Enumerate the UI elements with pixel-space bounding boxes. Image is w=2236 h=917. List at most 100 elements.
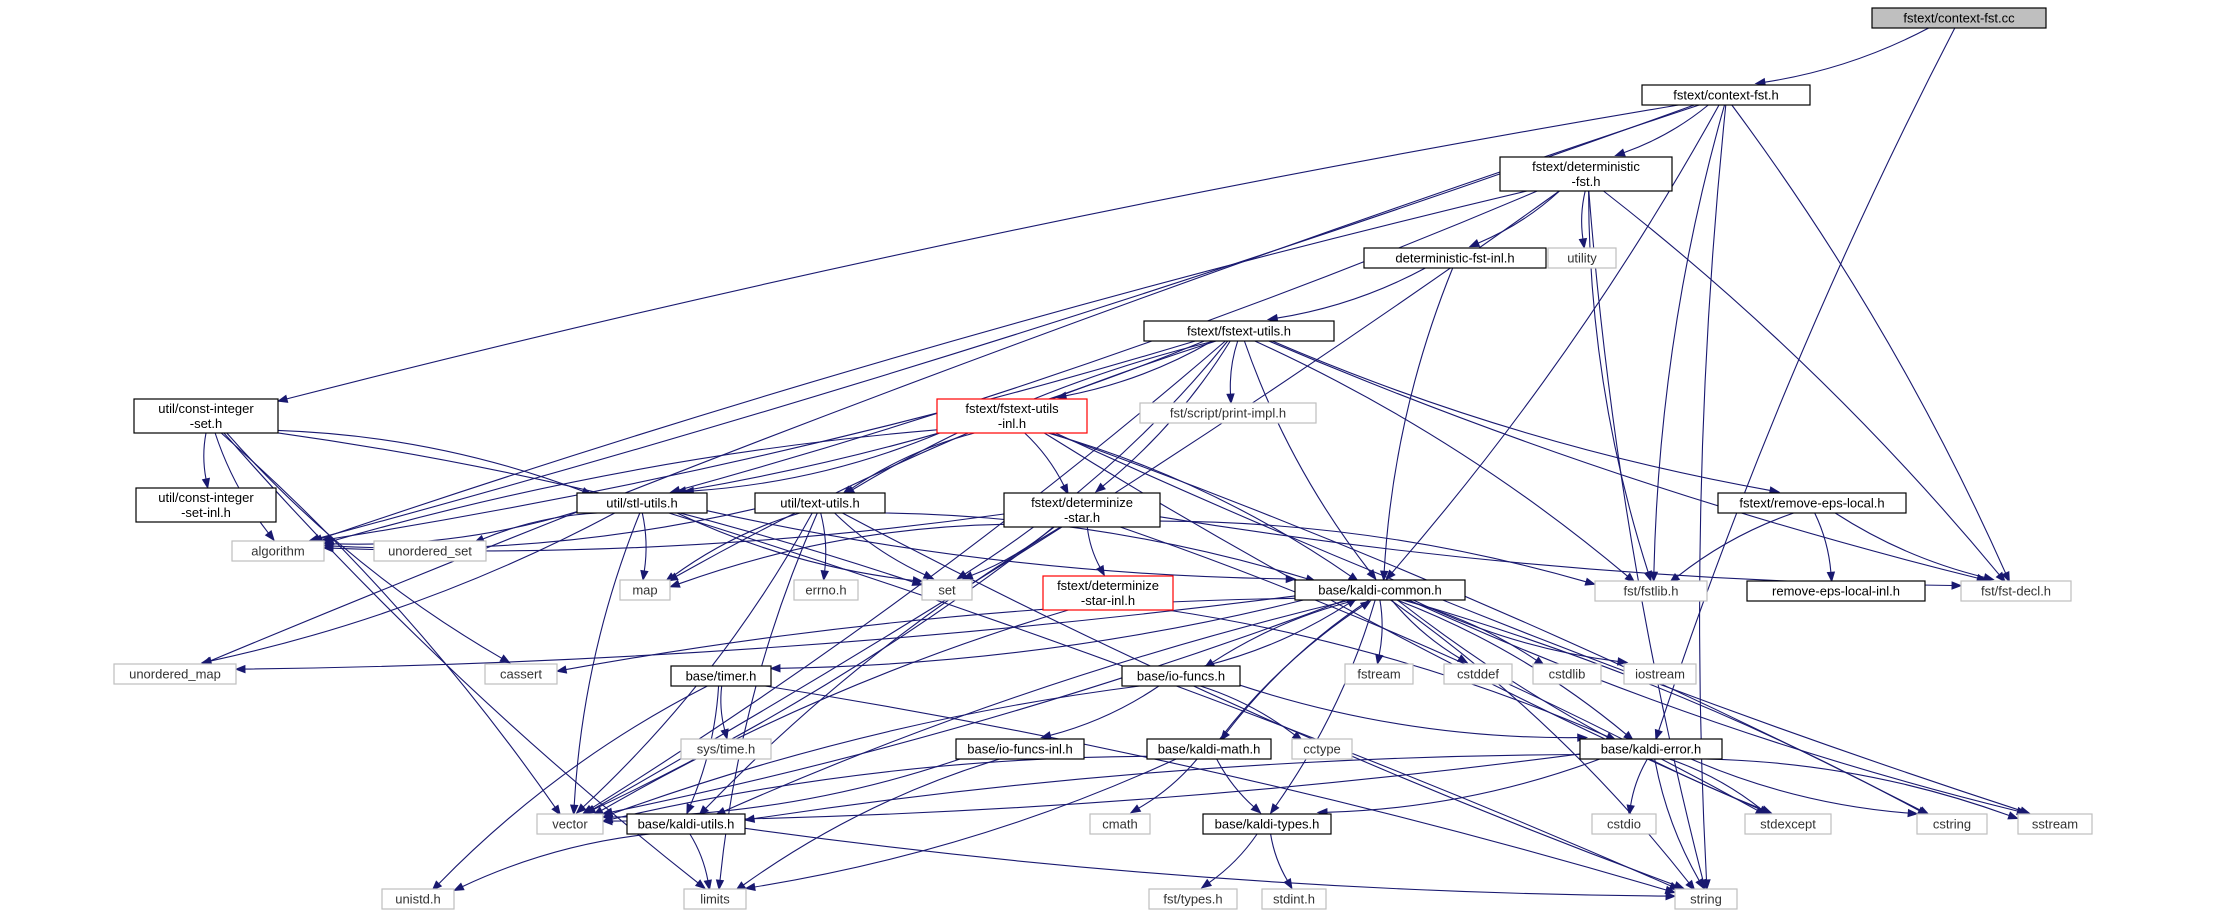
node-string: string <box>1674 888 1738 910</box>
edge-n27-to-n33 <box>1200 685 1304 742</box>
node-fstext-determinize-star-inl-h[interactable]: fstext/determinize-star-inl.h <box>1042 575 1174 611</box>
node-cstring: cstring <box>1916 813 1988 835</box>
arrowhead-icon <box>912 576 924 585</box>
edge-line <box>1676 512 1794 578</box>
edge-line <box>277 429 584 492</box>
edge-line <box>1391 104 1720 573</box>
arrowhead-icon <box>1826 571 1836 583</box>
node-box <box>1443 663 1513 685</box>
node-label: fst/script/print-impl.h <box>1170 406 1286 421</box>
node-fst-types-h: fst/types.h <box>1148 888 1238 910</box>
edge-line <box>753 753 1581 820</box>
edge-line <box>1408 599 2018 812</box>
node-unordered-map: unordered_map <box>113 663 237 685</box>
node-fstext-fstext-utils-inl-h[interactable]: fstext/fstext-utils-inl.h <box>936 398 1088 434</box>
node-box <box>1641 84 1811 106</box>
node-util-const-integer-set-h[interactable]: util/const-integer-set.h <box>133 398 279 434</box>
edge-line <box>1212 599 1358 663</box>
edge-n20-to-n28 <box>1375 599 1384 666</box>
node-util-const-integer-set-inl-h[interactable]: util/const-integer-set-inl.h <box>135 487 277 523</box>
edge-n1-to-n14 <box>308 104 1695 543</box>
edge-line <box>676 512 914 581</box>
node-stdint-h: stdint.h <box>1261 888 1327 910</box>
edge-n2-to-n3 <box>1468 190 1560 248</box>
edge-n13-to-n22 <box>1814 512 1836 583</box>
edge-n1-to-n2 <box>1614 104 1709 157</box>
edge-n7-to-n14 <box>322 429 938 545</box>
edge-n34-to-n41 <box>1626 758 1648 816</box>
node-base-io-funcs-inl-h[interactable]: base/io-funcs-inl.h <box>955 738 1085 760</box>
edge-n0-to-n1 <box>1754 27 1929 87</box>
edge-line <box>1055 432 2022 812</box>
edge-n6-to-n46 <box>223 432 707 890</box>
node-base-kaldi-utils-h[interactable]: base/kaldi-utils.h <box>626 813 746 835</box>
node-label: -fst.h <box>1572 174 1601 189</box>
node-box <box>113 663 237 685</box>
node-base-kaldi-common-h[interactable]: base/kaldi-common.h <box>1294 579 1466 601</box>
edge-n20-to-n26 <box>769 599 1304 673</box>
edge-n38-to-n49 <box>744 827 1677 901</box>
node-fstext-deterministic-fst-h[interactable]: fstext/deterministic-fst.h <box>1499 156 1673 192</box>
node-label: util/stl-utils.h <box>606 496 678 511</box>
node-fstext-determinize-star-h[interactable]: fstext/determinize-star.h <box>1003 492 1161 528</box>
node-base-kaldi-error-h[interactable]: base/kaldi-error.h <box>1579 738 1723 760</box>
node-base-timer-h[interactable]: base/timer.h <box>670 665 772 687</box>
node-label: map <box>632 583 657 598</box>
node-base-kaldi-types-h[interactable]: base/kaldi-types.h <box>1202 813 1332 835</box>
edge-n20-to-n44 <box>1408 599 2028 816</box>
arrowhead-icon <box>922 570 935 580</box>
node-label: fst/fstlib.h <box>1624 584 1679 599</box>
node-sys-time-h: sys/time.h <box>680 738 772 760</box>
arrowhead-icon <box>555 665 568 674</box>
arrowhead-icon <box>1685 879 1696 891</box>
arrowhead-icon <box>1285 574 1297 584</box>
node-deterministic-fst-inl-h[interactable]: deterministic-fst-inl.h <box>1363 247 1547 269</box>
edge-n10-to-n18 <box>676 512 924 585</box>
edge-n34-to-n44 <box>1704 758 2019 820</box>
arrowhead-icon <box>1695 878 1705 890</box>
edge-n19-to-n37 <box>592 609 1069 816</box>
edge-n12-to-n19 <box>1086 526 1105 577</box>
edge-line <box>1654 758 1700 881</box>
node-label: deterministic-fst-inl.h <box>1395 251 1514 266</box>
node-box <box>1042 575 1174 611</box>
node-box <box>1202 813 1332 835</box>
edge-n35-to-n46 <box>734 758 1000 892</box>
node-base-io-funcs-h[interactable]: base/io-funcs.h <box>1121 665 1241 687</box>
edge-line <box>1159 520 1587 583</box>
node-label: unordered_set <box>388 544 472 559</box>
node-box <box>1363 247 1547 269</box>
node-algorithm: algorithm <box>231 540 325 562</box>
node-fstext-fstext-utils-h[interactable]: fstext/fstext-utils.h <box>1143 320 1335 342</box>
edge-line <box>1658 27 1956 731</box>
edge-line <box>668 512 1671 887</box>
node-label: fstext/context-fst.h <box>1673 88 1779 103</box>
node-remove-eps-local-inl-h[interactable]: remove-eps-local-inl.h <box>1746 580 1926 602</box>
edge-n26-to-n49 <box>765 685 1677 894</box>
node-stdexcept: stdexcept <box>1744 813 1832 835</box>
edge-line <box>964 340 1229 575</box>
edge-line <box>779 599 1304 669</box>
node-box <box>1594 580 1708 602</box>
edge-line <box>689 833 709 881</box>
node-fstext-remove-eps-local-h[interactable]: fstext/remove-eps-local.h <box>1717 492 1907 514</box>
edge-line <box>1086 526 1101 568</box>
arrowhead-icon <box>1584 577 1597 586</box>
node-box <box>1623 663 1697 685</box>
node-label: remove-eps-local-inl.h <box>1772 584 1900 599</box>
node-fstext-context-fst-h[interactable]: fstext/context-fst.h <box>1641 84 1811 106</box>
node-label: -set.h <box>190 416 223 431</box>
edge-n11-to-n18 <box>834 512 935 580</box>
node-util-text-utils-h[interactable]: util/text-utils.h <box>754 492 886 514</box>
edge-line <box>849 432 975 490</box>
edge-line <box>1272 340 1771 491</box>
edge-line <box>1834 512 1985 578</box>
node-util-stl-utils-h[interactable]: util/stl-utils.h <box>576 492 708 514</box>
arrowhead-icon <box>1951 581 1963 590</box>
node-label: util/const-integer <box>158 401 254 416</box>
edge-n5-to-n20 <box>1243 340 1377 581</box>
edge-line <box>286 104 1679 400</box>
edge-n36-to-n40 <box>1216 758 1262 814</box>
node-fstext-context-fst-cc[interactable]: fstext/context-fst.cc <box>1871 7 2047 29</box>
node-base-kaldi-math-h[interactable]: base/kaldi-math.h <box>1146 738 1272 760</box>
